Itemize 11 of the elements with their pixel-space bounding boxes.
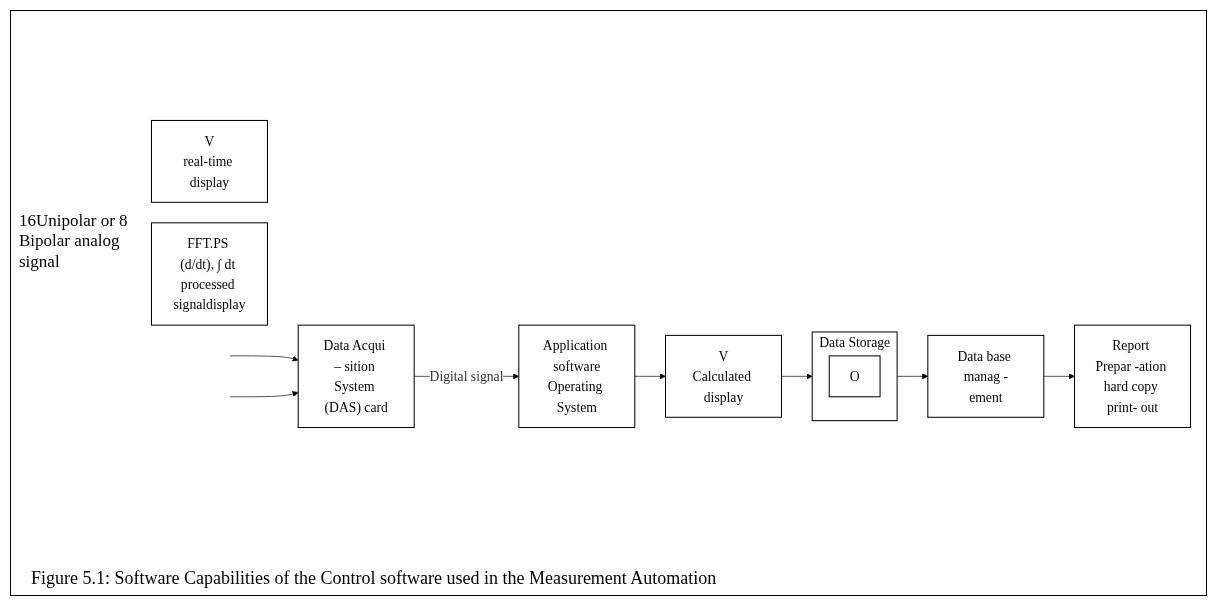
node-box: Application software Operating System xyxy=(518,324,636,429)
node-box: V Calculated display xyxy=(665,334,782,418)
edge-label: Digital signal xyxy=(429,368,504,384)
node-box: V real-time display xyxy=(150,119,268,203)
node-box: FFT.PS (d/dt), ∫ dt processed signaldisplay xyxy=(150,222,268,326)
node-box: Data base manag -ement xyxy=(927,334,1045,418)
node-box: O xyxy=(828,355,881,398)
figure-caption: Figure 5.1: Software Capabilities of the Control software used in the Measurement Automation xyxy=(31,568,717,589)
signal-note: 16Unipolar or 8 Bipolar analog signal xyxy=(19,211,129,273)
node-box: Data Acqui – sition System (DAS) card xyxy=(297,324,415,429)
node-box: Report Prepar -ation hard copy print- out xyxy=(1074,324,1192,429)
